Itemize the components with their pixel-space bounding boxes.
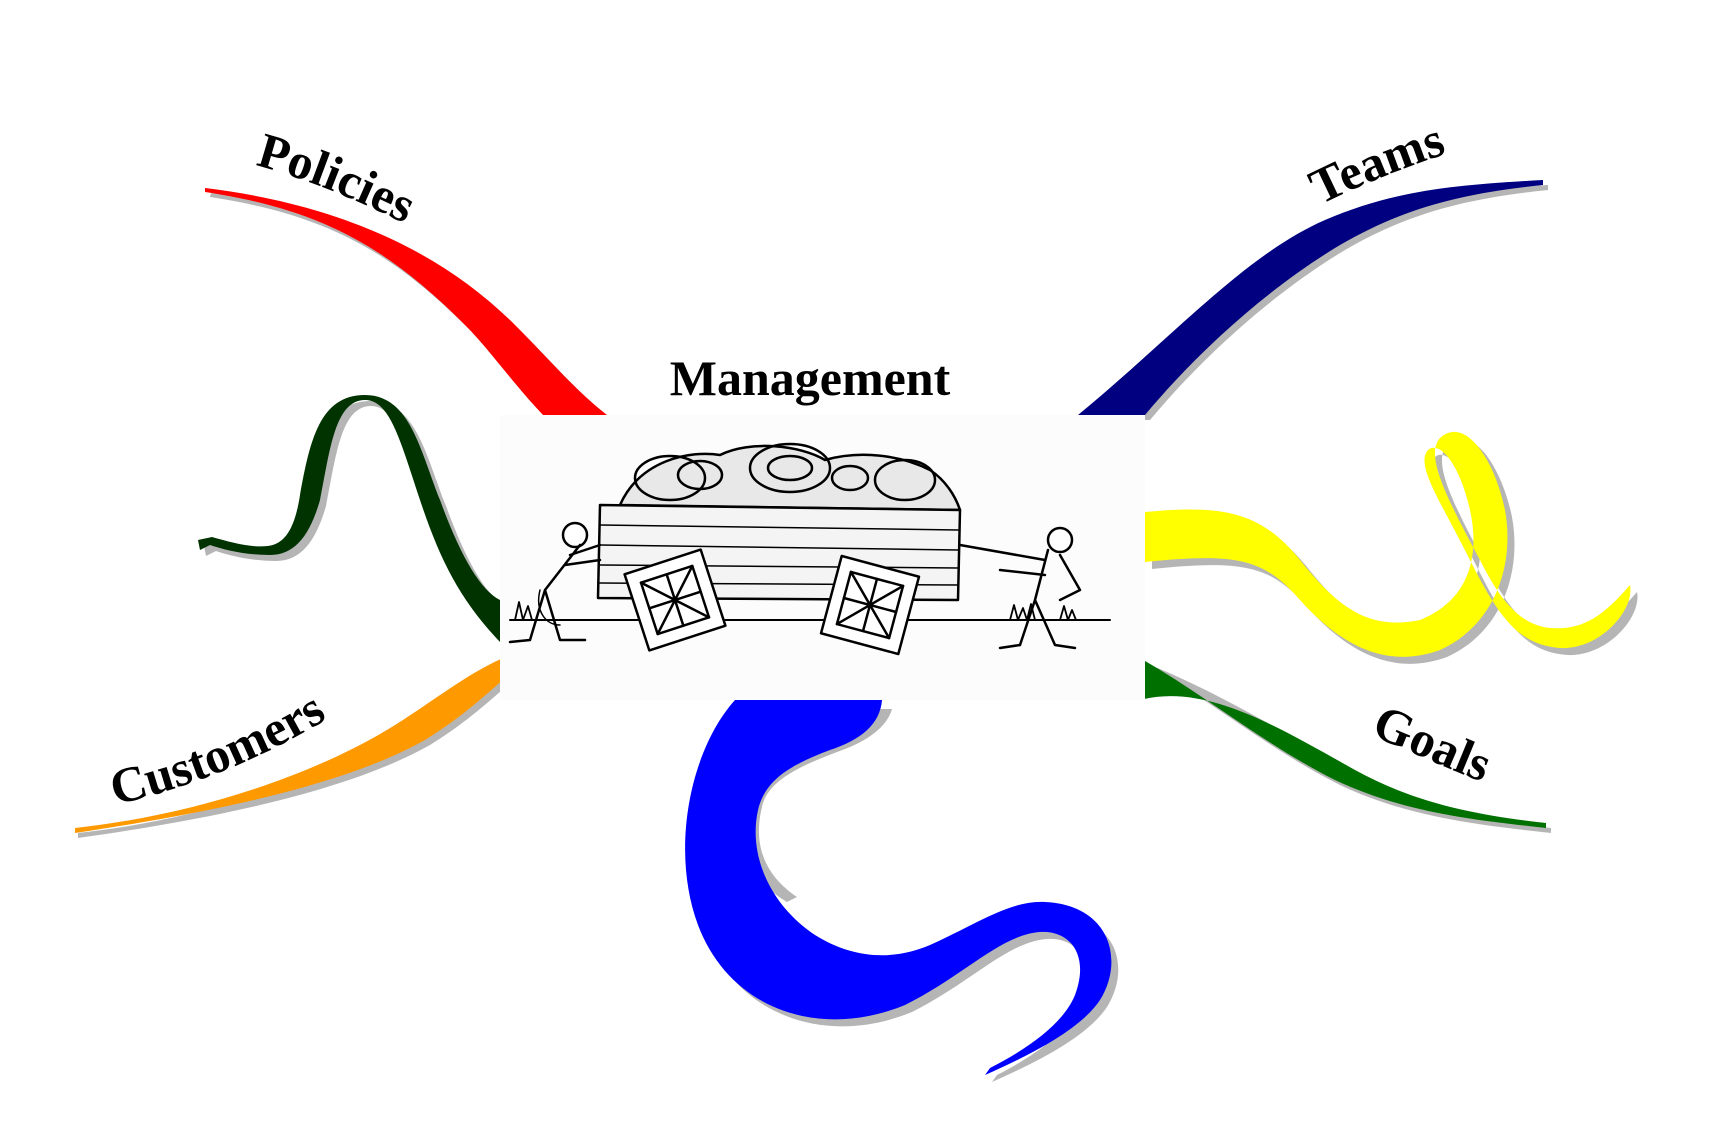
- branch-dark-green-shadow: [204, 401, 506, 648]
- branch-blue: [685, 700, 1119, 1082]
- branch-customers: Customers: [75, 658, 508, 838]
- center-title: Management: [670, 350, 951, 406]
- branch-teams-shadow: [1085, 185, 1548, 420]
- branch-customers-label: Customers: [104, 680, 333, 816]
- branch-teams: Teams: [1078, 111, 1548, 420]
- branch-teams-ribbon: [1078, 180, 1543, 415]
- branch-dark-green-ribbon: [198, 395, 500, 642]
- branch-goals: Goals: [1140, 658, 1551, 833]
- branch-yellow-ribbon: [1145, 431, 1631, 657]
- branch-yellow: [1145, 431, 1638, 664]
- branch-policies-label: Policies: [252, 122, 425, 234]
- branch-dark-green: [198, 395, 506, 648]
- branch-policies-ribbon: [205, 188, 607, 415]
- branch-policies: Policies: [205, 122, 612, 420]
- branch-blue-ribbon: [685, 700, 1112, 1075]
- center-node: Management: [500, 350, 1145, 700]
- branch-goals-label: Goals: [1366, 693, 1499, 792]
- wagon-with-square-wheels-illustration: [508, 442, 1111, 656]
